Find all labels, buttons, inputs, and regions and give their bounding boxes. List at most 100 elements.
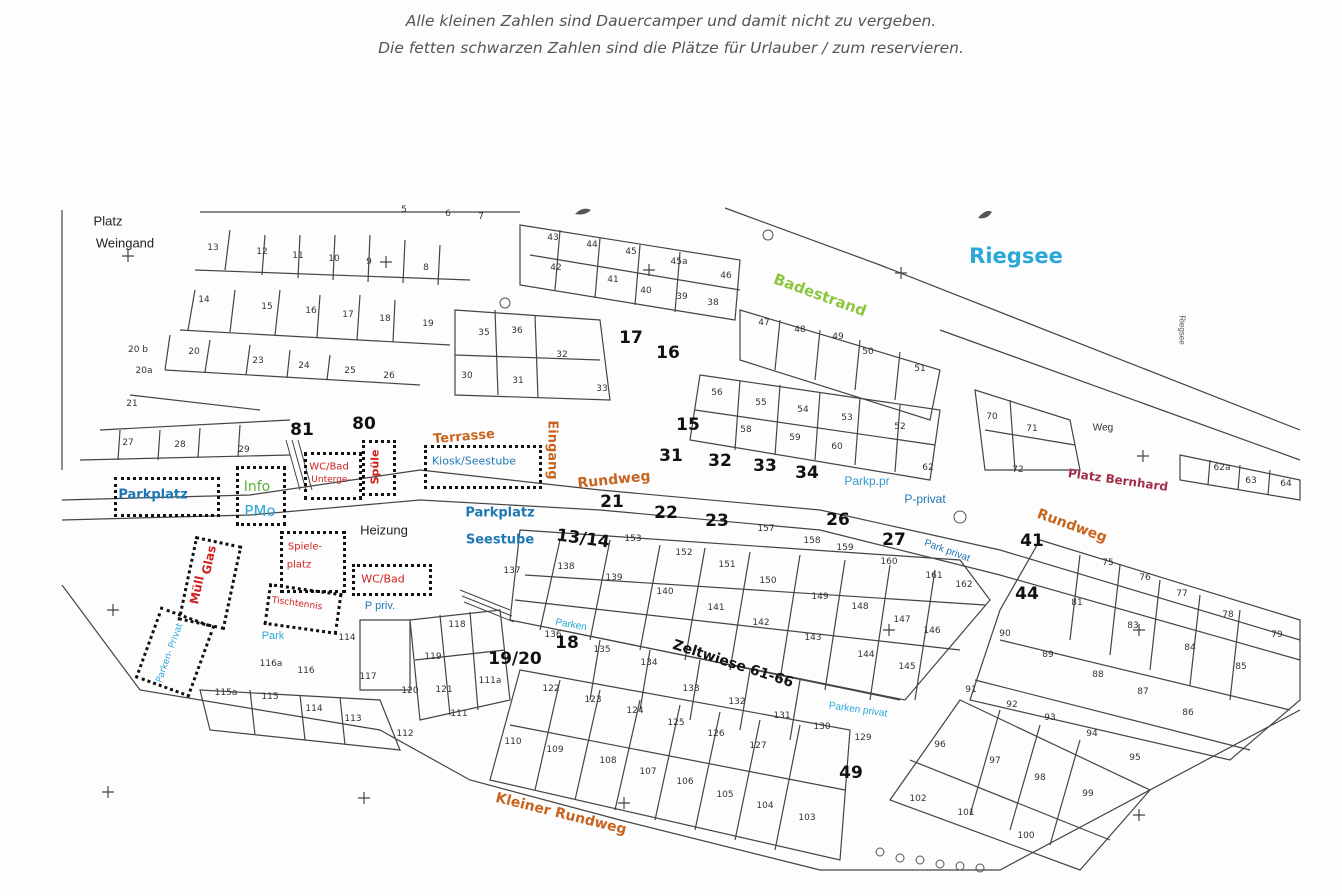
plot-number: 77 (1176, 589, 1188, 599)
bookable-plot[interactable]: 18 (555, 633, 579, 653)
plot-number: 144 (857, 650, 875, 660)
plot-number: 149 (811, 592, 829, 602)
plot-number: 9 (366, 257, 372, 267)
plot-number: 26 (383, 371, 395, 381)
parkplatz-seestube-label-2: Seestube (465, 532, 535, 548)
plot-number: 91 (965, 685, 977, 695)
plot-number: 21 (126, 399, 138, 409)
plot-number: 129 (854, 733, 872, 743)
plot-number: 17 (342, 310, 354, 320)
bookable-plot[interactable]: 23 (705, 511, 729, 531)
plot-number: 20 b (127, 345, 149, 355)
platz-weingand-label: Platz (93, 213, 123, 229)
plot-number: 93 (1044, 713, 1056, 723)
bookable-plot[interactable]: 22 (654, 503, 678, 523)
spuele-area[interactable] (362, 440, 396, 496)
heizung-label: Heizung (360, 522, 408, 538)
plot-number: 31 (512, 376, 524, 386)
plot-number: 150 (759, 576, 777, 586)
wc-bad-area-1[interactable] (304, 452, 362, 500)
plot-number: 143 (804, 633, 822, 643)
plot-number: 116a (259, 659, 283, 669)
wc-bad-label-1: WC/Bad (309, 461, 349, 473)
plot-number: 16 (305, 306, 317, 316)
plot-number: 85 (1235, 662, 1247, 672)
bookable-plot[interactable]: 26 (826, 510, 850, 530)
plot-number: 11 (292, 251, 304, 261)
bookable-plot[interactable]: 27 (882, 530, 906, 550)
plot-number: 130 (813, 722, 831, 732)
plot-number: 125 (667, 718, 685, 728)
plot-number: 103 (798, 813, 816, 823)
plot-number: 89 (1042, 650, 1054, 660)
bookable-plot[interactable]: 31 (659, 446, 683, 466)
plot-number: 96 (934, 740, 946, 750)
plot-number: 133 (682, 684, 700, 694)
plot-number: 84 (1184, 643, 1196, 653)
plot-number: 111a (478, 676, 502, 686)
plot-number: 54 (797, 405, 809, 415)
intro-line-2: Die fetten schwarzen Zahlen sind die Plä… (378, 39, 964, 57)
plot-number: 42 (550, 263, 562, 273)
plot-number: 8 (423, 263, 429, 273)
bookable-plot[interactable]: 32 (708, 451, 732, 471)
bookable-plot[interactable]: 16 (656, 343, 680, 363)
plot-number: 94 (1086, 729, 1098, 739)
plot-number: 86 (1182, 708, 1194, 718)
plot-number: 102 (909, 794, 927, 804)
plot-number: 140 (656, 587, 674, 597)
bookable-plot[interactable]: 19/20 (488, 649, 542, 669)
parkplatz-seestube-label: Parkplatz (465, 505, 535, 521)
kiosk-area[interactable] (424, 445, 542, 489)
plot-number: 20 (188, 347, 200, 357)
kiosk-label: Kiosk/Seestube (431, 454, 517, 468)
plot-number: 153 (624, 534, 642, 544)
plot-number: 13 (207, 243, 219, 253)
parkp-pr-label: Parkp.pr (844, 474, 890, 488)
p-priv-label: P priv. (364, 600, 396, 612)
bookable-plot[interactable]: 41 (1020, 531, 1044, 551)
bookable-plot[interactable]: 44 (1015, 584, 1039, 604)
plot-number: 51 (914, 364, 926, 374)
plot-number: 71 (1026, 424, 1038, 434)
plot-number: 109 (546, 745, 564, 755)
bookable-plot[interactable]: 34 (795, 463, 819, 483)
plot-number: 152 (675, 548, 693, 558)
plot-number: 62 (922, 463, 934, 473)
plot-number: 108 (599, 756, 617, 766)
bookable-plot[interactable]: 33 (753, 456, 777, 476)
plot-number: 147 (893, 615, 911, 625)
plot-number: 100 (1017, 831, 1035, 841)
weg-label: Weg (1092, 422, 1114, 434)
plot-number: 64 (1280, 479, 1292, 489)
info-area[interactable] (236, 466, 286, 526)
bookable-plot[interactable]: 17 (619, 328, 643, 348)
parkplatz-area[interactable] (114, 477, 220, 517)
wc-bad-area-2[interactable] (352, 564, 432, 596)
plot-number: 50 (862, 347, 874, 357)
plot-number: 124 (626, 706, 644, 716)
lake-label: Riegsee (969, 244, 1063, 268)
spielplatz-area[interactable] (280, 531, 346, 593)
plot-number: 114 (305, 704, 323, 714)
plot-number: 95 (1129, 753, 1141, 763)
plot-number: 30 (461, 371, 473, 381)
bookable-plot[interactable]: 21 (600, 492, 624, 512)
plot-number: 41 (607, 275, 619, 285)
spielplatz-label-2: platz (286, 559, 312, 571)
plot-number: 118 (448, 620, 466, 630)
bookable-plot[interactable]: 81 (290, 420, 314, 440)
bookable-plot[interactable]: 49 (839, 763, 863, 783)
plot-number: 28 (174, 440, 186, 450)
plot-number: 15 (261, 302, 273, 312)
plot-number: 148 (851, 602, 869, 612)
parkplatz-label: Parkplatz (118, 487, 188, 503)
plot-number: 79 (1271, 630, 1283, 640)
plot-number: 5 (401, 205, 407, 215)
plot-number: 119 (424, 652, 442, 662)
bookable-plot[interactable]: 15 (676, 415, 700, 435)
bookable-plot[interactable]: 80 (352, 414, 376, 434)
plot-number: 33 (596, 384, 608, 394)
pmo-label: PMo (244, 502, 276, 520)
